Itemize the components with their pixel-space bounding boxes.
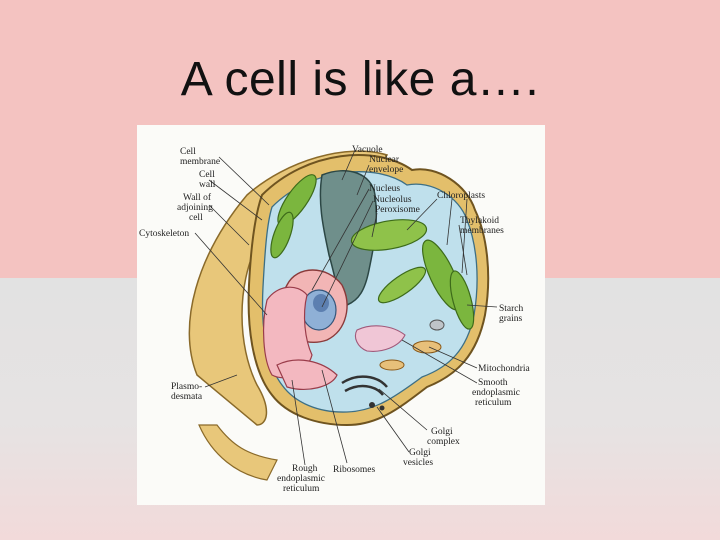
svg-text:adjoining: adjoining [177, 203, 213, 213]
svg-text:Golgi: Golgi [409, 448, 431, 458]
leader-line [458, 224, 468, 276]
starch-grain [429, 319, 445, 331]
svg-text:complex: complex [427, 437, 460, 447]
leader-lines [194, 149, 498, 466]
label-vacuole: Vacuole [352, 145, 383, 155]
svg-text:reticulum: reticulum [475, 398, 512, 408]
label-thylakoid-membranes: Thylakoid membranes [460, 216, 504, 236]
label-cell-membrane: Cell membrane [180, 147, 220, 167]
svg-text:cell: cell [189, 213, 203, 223]
chloroplast [350, 219, 428, 251]
svg-text:envelope: envelope [369, 165, 403, 175]
chloroplast [377, 266, 427, 304]
svg-text:Thylakoid: Thylakoid [460, 216, 499, 226]
label-cytoskeleton: Cytoskeleton [139, 229, 189, 239]
svg-text:endoplasmic: endoplasmic [472, 388, 520, 398]
golgi-complex [344, 384, 384, 396]
svg-text:Nuclear: Nuclear [369, 155, 400, 165]
leader-line [378, 388, 428, 431]
leader-line [218, 156, 270, 206]
leader-line [406, 198, 438, 231]
leader-line [428, 346, 478, 369]
svg-text:Golgi: Golgi [431, 427, 453, 437]
svg-text:Wall of: Wall of [183, 192, 212, 203]
label-peroxisome: Peroxisome [375, 205, 420, 215]
leader-line [401, 339, 478, 384]
rough-endoplasmic-reticulum [263, 286, 313, 379]
svg-text:endoplasmic: endoplasmic [277, 474, 325, 484]
label-rough-er: Rough endoplasmic reticulum [277, 464, 325, 494]
label-mitochondria: Mitochondria [478, 364, 530, 374]
leader-line [341, 149, 356, 181]
nucleolus-core [313, 294, 329, 312]
svg-text:Starch: Starch [499, 304, 524, 314]
label-plasmodesmata: Plasmo- desmata [171, 382, 203, 402]
golgi-vesicle [379, 405, 385, 411]
label-nuclear-envelope: Nuclear envelope [369, 155, 403, 175]
leader-line [356, 164, 370, 196]
leader-line [204, 374, 238, 388]
chloroplast [449, 270, 475, 330]
golgi-complex [341, 375, 388, 388]
leader-line [371, 212, 378, 238]
plant-cell-illustration: Cell membrane Cell wall Wall of adjoinin… [137, 125, 545, 505]
label-golgi-complex: Golgi complex [427, 427, 460, 447]
vacuole [319, 170, 378, 306]
leader-line [311, 188, 370, 291]
leader-line [321, 369, 348, 464]
leader-line [291, 379, 306, 466]
mitochondrion [412, 340, 442, 354]
label-chloroplasts: Chloroplasts [437, 191, 485, 201]
label-nucleus: Nucleus [369, 184, 400, 194]
plant-cell-diagram: Cell membrane Cell wall Wall of adjoinin… [137, 125, 545, 505]
svg-text:Cell: Cell [199, 170, 215, 180]
leader-line [208, 179, 263, 221]
svg-text:reticulum: reticulum [283, 484, 320, 494]
leader-line [461, 198, 468, 274]
svg-text:membranes: membranes [460, 226, 504, 236]
label-ribosomes: Ribosomes [333, 465, 376, 475]
label-smooth-er: Smooth endoplasmic reticulum [472, 378, 520, 408]
label-golgi-vesicles: Golgi vesicles [403, 448, 433, 468]
svg-text:desmata: desmata [171, 392, 203, 402]
golgi-vesicle [369, 402, 375, 408]
svg-text:wall: wall [199, 180, 216, 190]
smooth-endoplasmic-reticulum [354, 325, 406, 352]
svg-text:vesicles: vesicles [403, 458, 433, 468]
svg-text:Plasmo-: Plasmo- [171, 382, 202, 392]
lower-wall-segment [198, 424, 278, 481]
leader-line [446, 198, 453, 246]
leader-line [321, 200, 374, 308]
mitochondrion [379, 359, 405, 371]
slide-title: A cell is like a…. [180, 53, 540, 106]
svg-text:Cell: Cell [180, 147, 196, 157]
svg-text:Smooth: Smooth [478, 378, 508, 388]
leader-line [466, 304, 498, 308]
svg-text:membrane: membrane [180, 157, 220, 167]
label-cell-wall: Cell wall [199, 170, 216, 190]
svg-text:Rough: Rough [292, 464, 318, 474]
label-starch-grains: Starch grains [499, 304, 524, 324]
chloroplast [270, 211, 294, 259]
label-nucleolus: Nucleolus [373, 195, 412, 205]
leader-line [194, 232, 268, 316]
leader-line [208, 204, 250, 246]
leader-line [376, 406, 410, 453]
label-wall-of-adjoining-cell: Wall of adjoining cell [177, 192, 213, 223]
svg-text:grains: grains [499, 314, 523, 324]
